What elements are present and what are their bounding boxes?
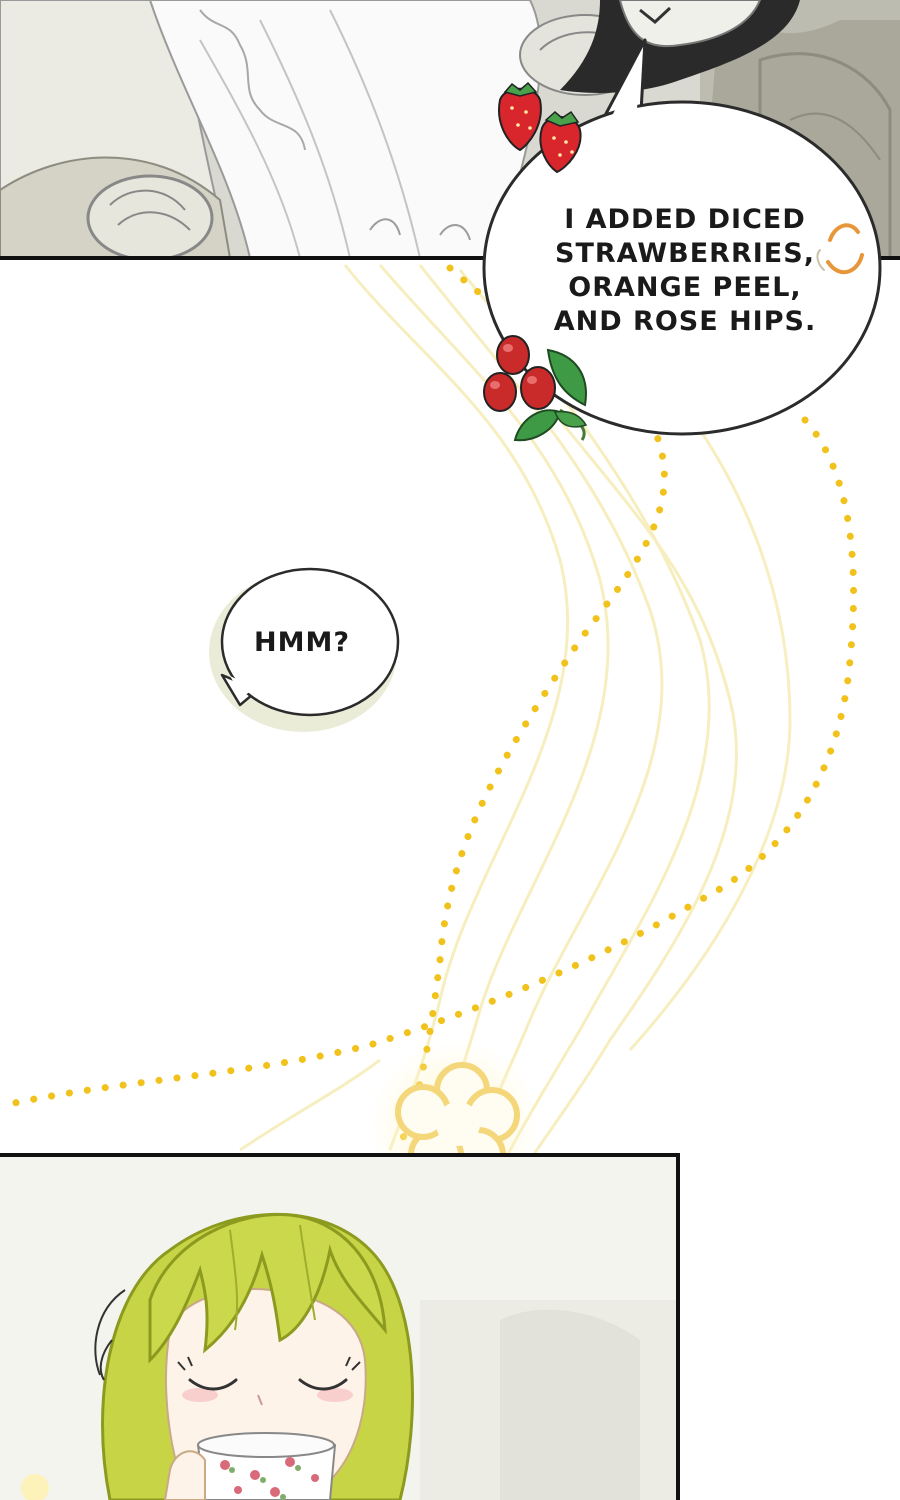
speech-bubble-1: [482, 38, 882, 436]
speech-bubble-2: [209, 567, 400, 732]
rosehip-icon: [483, 335, 588, 442]
speech-text-1: I ADDED DICED STRAWBERRIES, ORANGE PEEL,…: [530, 203, 840, 339]
orange-peel-icon: [816, 223, 864, 275]
bottom-panel: [0, 1155, 678, 1500]
aroma-dots: [1, 264, 858, 1149]
speech-line: ORANGE PEEL,: [568, 272, 802, 303]
speech-line: AND ROSE HIPS.: [553, 306, 817, 337]
top-panel: [0, 0, 900, 258]
speech-line: I ADDED DICED: [564, 204, 806, 235]
speech-line: STRAWBERRIES,: [555, 238, 815, 269]
strawberry-icon: [498, 81, 582, 174]
speech-text-2: HMM?: [254, 627, 350, 658]
